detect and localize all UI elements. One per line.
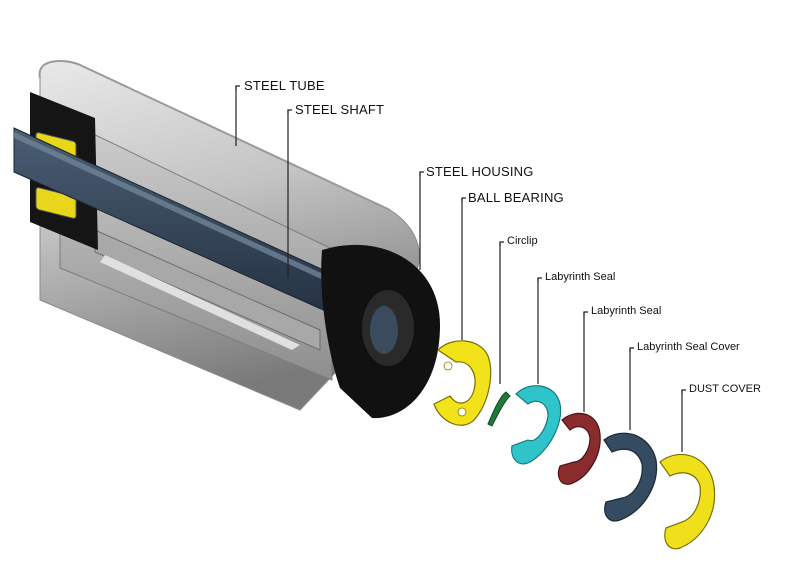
- steel-housing-bore-inner: [370, 306, 398, 354]
- dust-cover: [659, 453, 716, 550]
- labyrinth-seal-cover: [603, 432, 658, 522]
- label-circlip: Circlip: [507, 235, 538, 247]
- tube-inner-highlight: [100, 255, 300, 350]
- label-ball-bearing: BALL BEARING: [468, 190, 564, 205]
- label-labyrinth-seal-cover: Labyrinth Seal Cover: [637, 341, 740, 353]
- circlip: [487, 391, 511, 427]
- label-steel-shaft: STEEL SHAFT: [295, 102, 385, 117]
- label-steel-housing: STEEL HOUSING: [426, 164, 534, 179]
- ball-bearing-ball: [457, 407, 467, 417]
- ball-bearing-ball: [443, 361, 453, 371]
- labyrinth-seal-1: [511, 385, 562, 465]
- labyrinth-seal-2: [557, 412, 601, 485]
- ball-bearing: [433, 340, 492, 426]
- label-steel-tube: STEEL TUBE: [244, 78, 325, 93]
- label-labyrinth-seal-1: Labyrinth Seal: [545, 271, 616, 283]
- label-labyrinth-seal-2: Labyrinth Seal: [591, 305, 662, 317]
- leader-steel-tube: [235, 85, 240, 90]
- label-dust-cover: DUST COVER: [689, 383, 761, 395]
- steel-tube-top-edge: [38, 60, 391, 211]
